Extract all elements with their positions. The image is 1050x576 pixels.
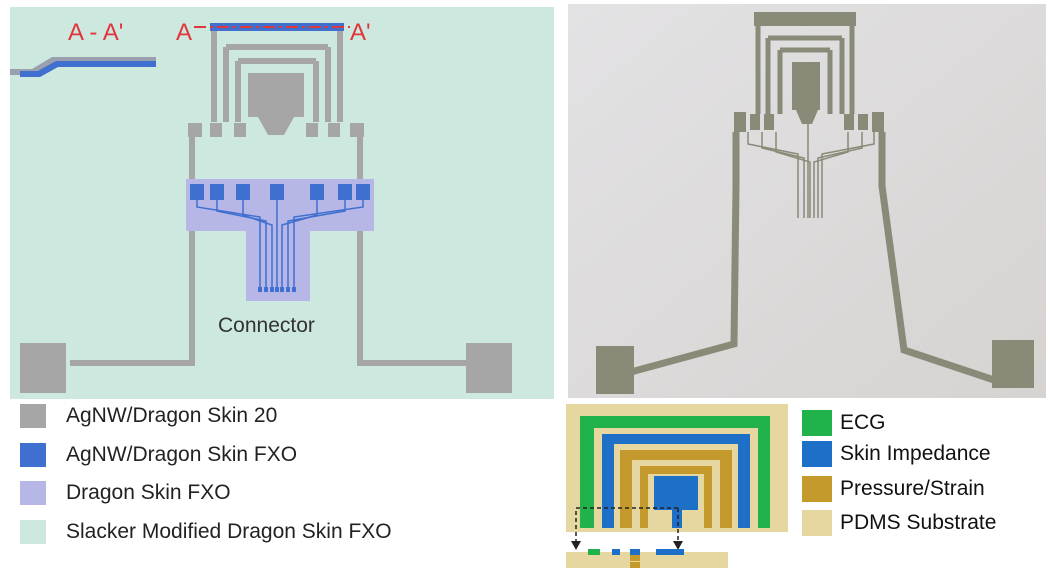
connector-pins <box>258 287 296 292</box>
concentric-electrodes <box>211 31 343 122</box>
cut-end-label: A' <box>350 19 371 46</box>
center-electrode <box>248 73 304 117</box>
legend-label: AgNW/Dragon Skin 20 <box>66 404 278 427</box>
gray-pads <box>188 123 364 137</box>
legend-swatch <box>20 404 46 428</box>
legend-swatch <box>20 443 46 467</box>
legend-label: AgNW/Dragon Skin FXO <box>66 443 298 466</box>
connector-label: Connector <box>218 314 315 337</box>
legend-label: Pressure/Strain <box>840 477 985 500</box>
legend-swatch <box>20 520 46 544</box>
legend-item-pdms: PDMS Substrate <box>802 510 996 536</box>
right-pad <box>466 343 512 393</box>
legend-item-fxo: Dragon Skin FXO <box>20 481 231 505</box>
section-label: A - A' <box>68 19 123 46</box>
legend-item-agnw-ds20: AgNW/Dragon Skin 20 <box>20 404 277 428</box>
legend-swatch <box>802 410 832 436</box>
legend-item-pressure-strain: Pressure/Strain <box>802 476 985 502</box>
device-photo <box>568 4 1046 398</box>
legend-item-skin-impedance: Skin Impedance <box>802 441 991 467</box>
cut-start-label: A <box>176 19 192 46</box>
legend-swatch <box>20 481 46 505</box>
legend-item-agnw-fxo: AgNW/Dragon Skin FXO <box>20 443 297 467</box>
legend-label: ECG <box>840 411 886 434</box>
layer-stack-diagram <box>566 404 788 568</box>
cross-section-inset <box>10 57 156 77</box>
fxo-electrodes <box>190 184 370 200</box>
legend-swatch <box>802 476 832 502</box>
legend-swatch <box>802 441 832 467</box>
device-schematic: A - A' A A' <box>10 7 554 399</box>
legend-label: PDMS Substrate <box>840 511 997 534</box>
legend-item-slacker: Slacker Modified Dragon Skin FXO <box>20 520 392 544</box>
legend-label: Skin Impedance <box>840 442 991 465</box>
left-pad <box>20 343 66 393</box>
legend-item-ecg: ECG <box>802 410 886 436</box>
legend-label: Slacker Modified Dragon Skin FXO <box>66 520 392 543</box>
legend-label: Dragon Skin FXO <box>66 481 231 504</box>
legend-swatch <box>802 510 832 536</box>
connector-traces <box>196 200 364 287</box>
top-electrode-bar <box>210 23 344 31</box>
